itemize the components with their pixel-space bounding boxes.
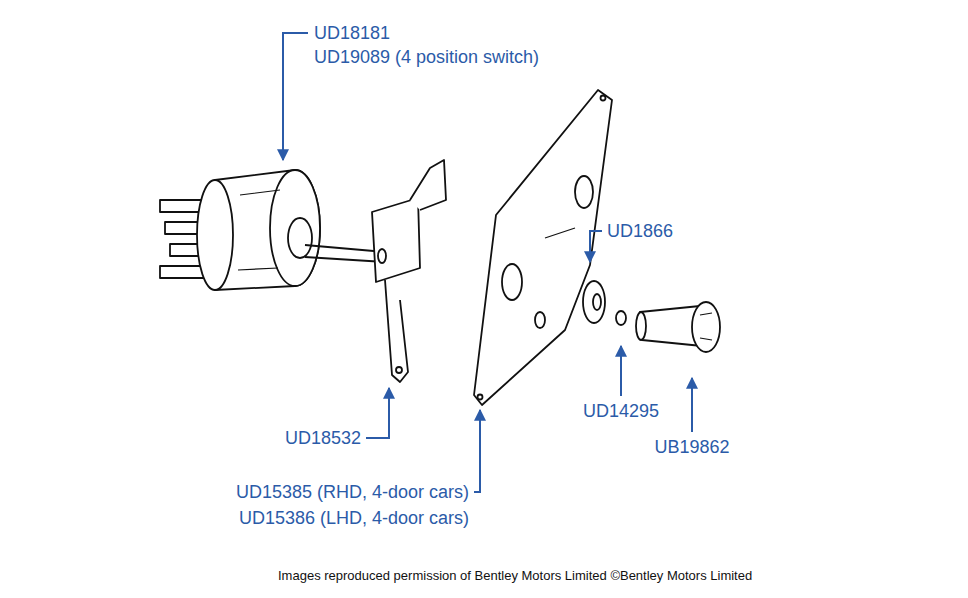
bolt (636, 302, 720, 352)
lock-ring (616, 311, 626, 325)
part-number: UD15386 (LHD, 4-door cars) (239, 508, 469, 528)
part-number: UD18532 (285, 428, 361, 448)
part-number: UD15385 (RHD, 4-door cars) (236, 482, 469, 502)
switch-panel (474, 90, 612, 405)
part-number: UD18181 (314, 23, 390, 43)
leader-line (620, 346, 622, 396)
leader-line (366, 388, 389, 438)
part-number: UD1866 (607, 221, 673, 241)
part-number: UD14295 (583, 401, 659, 421)
washer (583, 281, 605, 323)
part-number: UB19862 (654, 437, 729, 457)
leader-line (474, 410, 480, 492)
switch-shaft (305, 245, 385, 262)
mounting-bracket (372, 160, 446, 382)
leader-line (590, 231, 602, 262)
credit-note: Images reproduced permission of Bentley … (278, 566, 752, 586)
switch-body (197, 170, 320, 290)
leader-line (283, 33, 308, 160)
part-number: UD19089 (4 position switch) (314, 47, 539, 67)
leader-line (691, 378, 693, 432)
